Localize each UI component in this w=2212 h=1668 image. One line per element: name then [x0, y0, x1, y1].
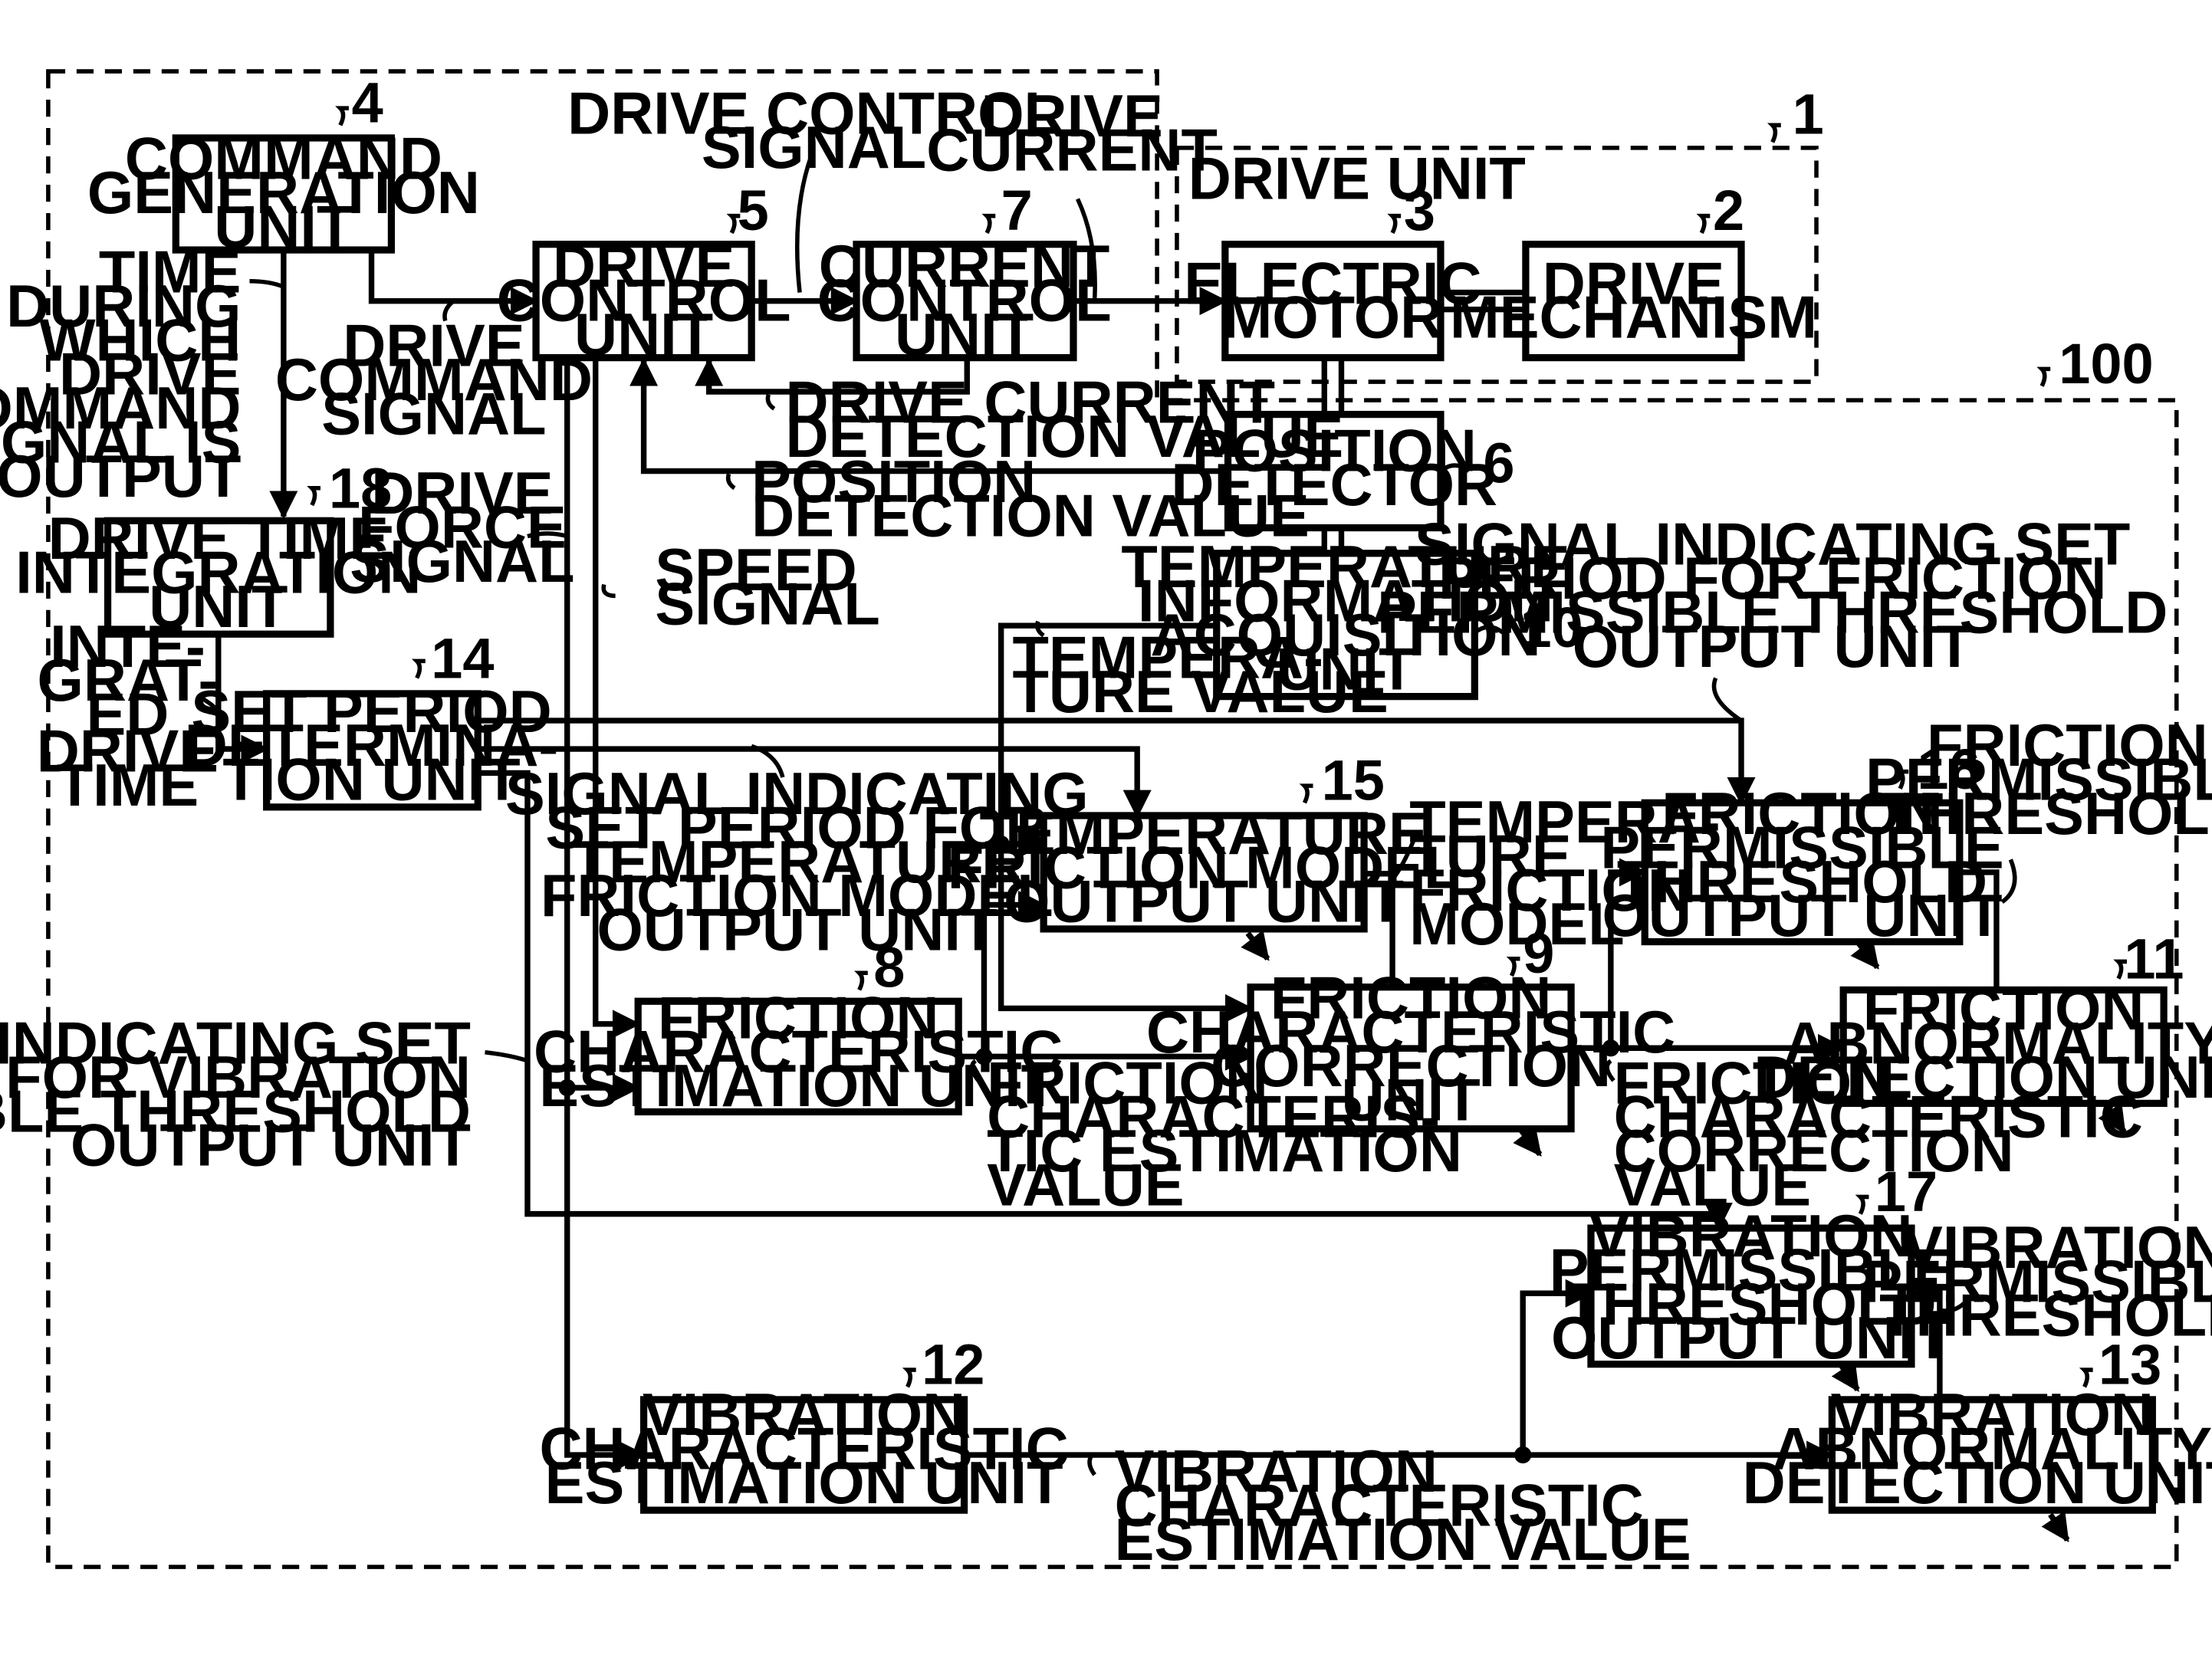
svg-text:5: 5: [738, 179, 769, 242]
svg-text:OUTPUT UNIT: OUTPUT UNIT: [597, 898, 997, 964]
svg-text:OUTPUT UNIT: OUTPUT UNIT: [71, 1113, 471, 1179]
svg-text:OUTPUT UNIT: OUTPUT UNIT: [1573, 614, 1973, 680]
svg-text:MECHANISM: MECHANISM: [1450, 285, 1817, 351]
svg-text:6: 6: [1483, 431, 1514, 494]
svg-text:OUTPUT UNIT: OUTPUT UNIT: [1004, 869, 1404, 935]
svg-text:15: 15: [1322, 749, 1385, 813]
svg-text:CURRENT: CURRENT: [926, 118, 1218, 184]
unit-drive-control: DRIVE CONTROL UNIT 5: [497, 179, 791, 368]
ref-number: 4: [352, 71, 383, 135]
unit-vibration-estimation: VIBRATION CHARACTERISTIC ESTIMATION UNIT…: [539, 1333, 1068, 1516]
svg-text:ESTIMATION UNIT: ESTIMATION UNIT: [545, 1450, 1063, 1516]
svg-text:SIGNAL: SIGNAL: [321, 381, 546, 447]
unit-current-control: CURRENT CONTROL UNIT 7: [817, 179, 1112, 368]
svg-text:12: 12: [922, 1333, 984, 1397]
svg-text:OUTPUT: OUTPUT: [0, 444, 241, 510]
svg-text:14: 14: [431, 627, 494, 691]
svg-text:VALUE: VALUE: [1614, 1153, 1811, 1219]
svg-text:ESTIMATION VALUE: ESTIMATION VALUE: [1115, 1507, 1691, 1573]
svg-text:TION UNIT: TION UNIT: [222, 747, 520, 813]
svg-text:7: 7: [1001, 179, 1033, 242]
svg-text:UNIT: UNIT: [574, 302, 713, 368]
svg-text:SIGNAL: SIGNAL: [350, 529, 574, 595]
unit-command-generation: COMMAND GENERATION UNIT 4: [87, 71, 480, 261]
unit-set-period: SET PERIOD DETERMINA- TION UNIT 14: [185, 627, 558, 813]
svg-text:TIME: TIME: [57, 753, 199, 819]
signal-vibration-permissible-threshold: VIBRATION PERMISSIBLE THRESHOLD: [1862, 1215, 2212, 1349]
svg-text:SIGNAL: SIGNAL: [702, 115, 926, 181]
svg-text:11: 11: [2124, 928, 2184, 991]
svg-text:VALUE: VALUE: [987, 1153, 1184, 1219]
svg-text:TURE VALUE: TURE VALUE: [1012, 659, 1388, 725]
drive-unit-label: DRIVE UNIT: [1188, 146, 1526, 212]
svg-text:DETECTION UNIT: DETECTION UNIT: [1743, 1450, 2212, 1516]
svg-text:THRESHOLD: THRESHOLD: [1882, 781, 2212, 847]
svg-text:2: 2: [1713, 179, 1744, 242]
signal-drive-force: DRIVE FORCE SIGNAL: [350, 461, 574, 595]
drive-unit-ref: 1: [1793, 82, 1824, 146]
signal-friction-permissible-threshold: FRICTION PERMISSIBLE THRESHOLD: [1865, 713, 2212, 847]
signal-vibration-estimation-value: VIBRATION CHARACTERISTIC ESTIMATION VALU…: [1115, 1439, 1691, 1573]
svg-text:ESTIMATION UNIT: ESTIMATION UNIT: [539, 1053, 1057, 1119]
signal-speed: SPEED SIGNAL: [655, 537, 879, 637]
svg-text:SIGNAL: SIGNAL: [655, 571, 879, 637]
system-ref: 100: [2059, 332, 2153, 396]
signal-set-period-vibration-threshold: SIGNAL INDICATING SET PERIOD FOR VIBRATI…: [0, 1011, 471, 1179]
signal-time-during-output: TIME DURING WHICH DRIVE COMMAND SIGNAL I…: [0, 240, 241, 510]
svg-text:MOTOR: MOTOR: [1223, 285, 1444, 351]
svg-text:UNIT: UNIT: [895, 302, 1034, 368]
svg-text:THRESHOLD: THRESHOLD: [1879, 1283, 2212, 1349]
svg-text:MODEL: MODEL: [1409, 891, 1624, 957]
